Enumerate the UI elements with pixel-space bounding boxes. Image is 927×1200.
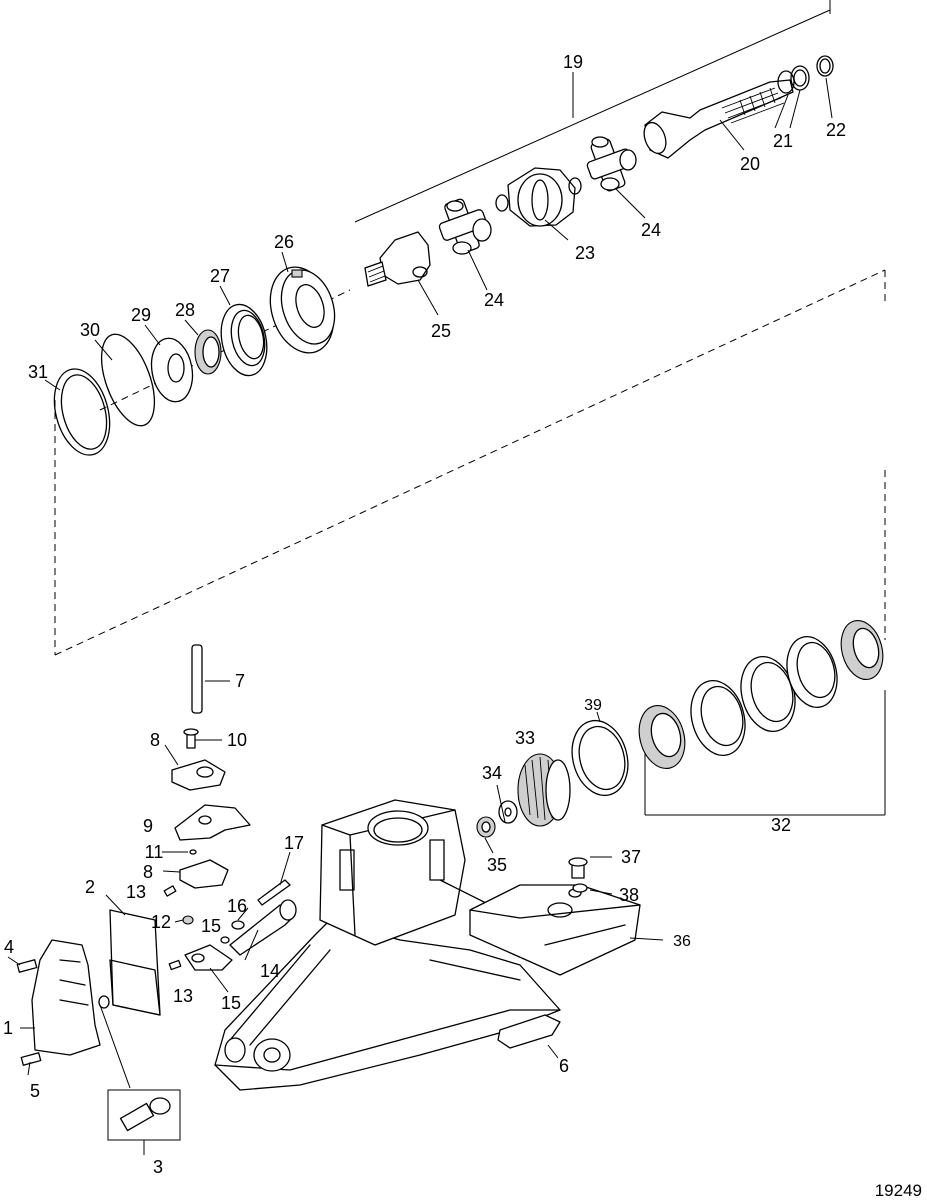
nut-part-12 [182, 915, 194, 925]
callout-37: 37 [621, 847, 641, 867]
callout-29: 29 [131, 305, 151, 325]
u-joint-cross-part-24-lower [438, 198, 492, 255]
callout-39: 39 [584, 697, 602, 714]
gasket-part-2 [109, 909, 161, 1016]
tapered-bearing-part-28 [194, 329, 222, 375]
callout-4: 4 [4, 937, 14, 957]
nut-part-35 [476, 816, 496, 838]
callout-25: 25 [431, 321, 451, 341]
callout-27: 27 [210, 266, 230, 286]
double-yoke-part-23 [495, 167, 582, 227]
cover-part-1 [31, 939, 101, 1056]
callout-23: 23 [575, 243, 595, 263]
o-ring-part-30 [100, 333, 156, 427]
callout-26: 26 [274, 232, 294, 252]
callout-22: 22 [826, 120, 846, 140]
callout-32: 32 [771, 815, 791, 835]
plate-part-9 [174, 804, 251, 841]
callout-3: 3 [153, 1157, 163, 1177]
callout-labels: 19 20 21 22 23 24 24 25 26 27 28 29 30 3… [3, 52, 922, 1200]
callout-9: 9 [143, 816, 153, 836]
callout-16: 15 [201, 916, 221, 936]
link-rod-part-18 [257, 879, 291, 906]
callout-24-upper: 24 [641, 220, 661, 240]
link-part-17 [231, 920, 245, 930]
callout-12: 12 [151, 912, 171, 932]
bearing-stack-part-32 [638, 620, 884, 769]
callout-18: 17 [284, 833, 304, 853]
callout-30: 30 [80, 320, 100, 340]
callout-8-upper: 8 [150, 730, 160, 750]
screw-part-10 [183, 728, 199, 749]
bearing-carrier-part-26 [269, 266, 336, 354]
drawing-number: 19249 [875, 1181, 922, 1200]
callout-5: 5 [30, 1081, 40, 1101]
gear-housing [214, 799, 561, 1091]
callout-36: 36 [673, 933, 691, 950]
callout-33: 33 [515, 728, 535, 748]
callout-28: 28 [175, 300, 195, 320]
lever-part-14 [229, 899, 297, 956]
pin-part-11 [189, 849, 197, 855]
callout-35: 35 [487, 855, 507, 875]
washer-part-38 [572, 883, 588, 893]
shift-cam-part-8-upper [171, 759, 226, 791]
callout-13-upper: 13 [126, 882, 146, 902]
callout-10: 10 [227, 730, 247, 750]
washer-part-16 [220, 936, 230, 944]
callout-19: 19 [563, 52, 583, 72]
callout-31: 31 [28, 362, 48, 382]
callout-6: 6 [559, 1056, 569, 1076]
plug-part-3 [98, 995, 181, 1141]
callout-15-label: 15 [221, 993, 241, 1013]
shim-part-39 [571, 719, 629, 797]
callout-11: 11 [145, 842, 164, 862]
screw-part-5 [20, 1052, 42, 1066]
leader-lines [7, 72, 833, 1155]
screw-part-4 [16, 959, 38, 973]
retainer-ring-part-31 [53, 368, 111, 456]
callout-7: 7 [235, 671, 245, 691]
pinion-gear-part-33 [517, 753, 571, 827]
callout-8-lower: 8 [143, 862, 153, 882]
shim-part-29 [150, 337, 194, 403]
mount-plate-part-36 [469, 884, 641, 976]
callout-17: 16 [227, 896, 247, 916]
u-joint-cross-part-24-upper [586, 136, 637, 192]
screw-part-13-lower [168, 959, 182, 971]
shift-cam-part-8-lower [179, 859, 229, 889]
trim-tab-part-6 [497, 1014, 561, 1049]
callout-21: 21 [773, 131, 793, 151]
bearing-cup-part-27 [220, 303, 268, 377]
callout-13-lower: 13 [173, 986, 193, 1006]
screw-part-13-upper [163, 885, 177, 897]
callout-1: 1 [3, 1018, 13, 1038]
retaining-ring-part-22 [816, 55, 834, 77]
callout-14: 14 [260, 961, 280, 981]
callout-24-lower: 24 [484, 290, 504, 310]
callout-38: 38 [619, 885, 639, 905]
washer-part-34 [498, 800, 518, 824]
callout-34: 34 [482, 763, 502, 783]
drive-shaft-part-20 [643, 79, 794, 159]
input-yoke-part-25 [364, 231, 431, 287]
callout-2: 2 [85, 877, 95, 897]
shift-shaft-part-7 [191, 644, 203, 714]
callout-20: 20 [740, 154, 760, 174]
bolt-part-37 [568, 857, 588, 879]
bellcrank-part-15 [184, 944, 233, 971]
